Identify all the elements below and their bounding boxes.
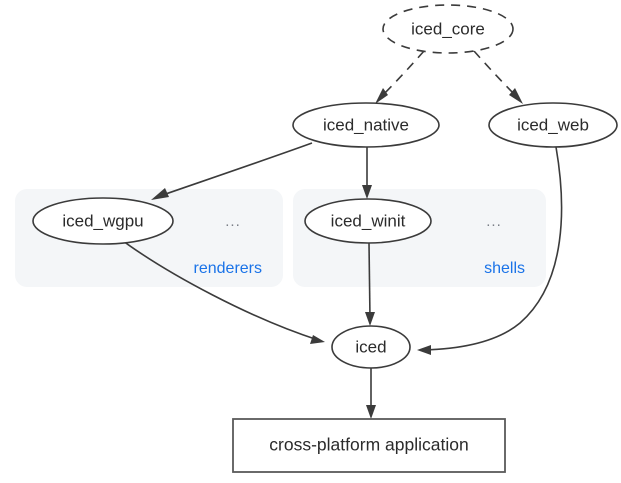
edge-native-to-wgpu: [151, 142, 313, 200]
edge-iced-to-app-arrow: [366, 405, 376, 419]
node-iced-winit[interactable]: iced_winit: [304, 198, 432, 244]
node-iced-shape[interactable]: [331, 325, 411, 369]
node-iced-web-shape[interactable]: [488, 102, 618, 148]
node-iced-wgpu[interactable]: iced_wgpu: [32, 197, 174, 245]
node-iced-winit-label: iced_winit: [331, 211, 406, 230]
node-iced-winit-shape[interactable]: [304, 198, 432, 244]
edge-native-to-wgpu-arrow: [151, 188, 169, 200]
edge-core-to-web-line: [473, 50, 520, 100]
edge-winit-to-iced-line: [368, 242, 371, 320]
edge-core-to-native-line: [378, 50, 425, 100]
edge-web-to-iced: [417, 146, 563, 355]
edge-core-to-native-arrow: [375, 88, 388, 104]
node-cross-platform-application[interactable]: cross-platform application: [232, 418, 506, 473]
node-iced-label: iced: [355, 337, 386, 356]
edge-core-to-web-arrow: [509, 88, 523, 104]
edge-core-to-native: [375, 50, 425, 104]
edge-wgpu-to-iced: [122, 240, 325, 344]
node-iced-wgpu-label: iced_wgpu: [62, 211, 143, 230]
node-iced-web-label: iced_web: [517, 115, 589, 134]
edge-winit-to-iced: [365, 242, 375, 326]
edge-native-to-wgpu-line: [156, 142, 313, 198]
edge-web-to-iced-line: [423, 146, 563, 351]
renderers-ellipsis: ...: [225, 213, 241, 230]
node-iced-native-label: iced_native: [323, 115, 409, 134]
edge-winit-to-iced-arrow: [365, 312, 375, 326]
node-iced-web[interactable]: iced_web: [488, 102, 618, 148]
cluster-renderers-label: renderers: [194, 260, 262, 277]
node-iced-core-label: iced_core: [411, 19, 485, 38]
node-cross-platform-application-shape[interactable]: [232, 418, 506, 473]
shells-ellipsis: ...: [486, 213, 502, 230]
edge-wgpu-to-iced-arrow: [310, 335, 325, 344]
node-iced-native[interactable]: iced_native: [292, 102, 440, 148]
node-iced-wgpu-shape[interactable]: [32, 197, 174, 245]
edge-native-to-winit: [362, 147, 372, 199]
node-iced-core[interactable]: iced_core: [382, 4, 514, 54]
node-iced-core-shape[interactable]: [382, 4, 514, 54]
shells-ellipsis-label: shells: [484, 260, 525, 277]
edge-core-to-web: [473, 50, 523, 104]
edge-web-to-iced-arrow: [417, 345, 431, 355]
node-iced-native-shape[interactable]: [292, 102, 440, 148]
edge-wgpu-to-iced-line: [122, 240, 319, 341]
node-iced[interactable]: iced: [331, 325, 411, 369]
edge-iced-to-app: [366, 368, 376, 419]
node-cross-platform-application-label: cross-platform application: [269, 435, 468, 455]
edge-native-to-winit-arrow: [362, 185, 372, 199]
